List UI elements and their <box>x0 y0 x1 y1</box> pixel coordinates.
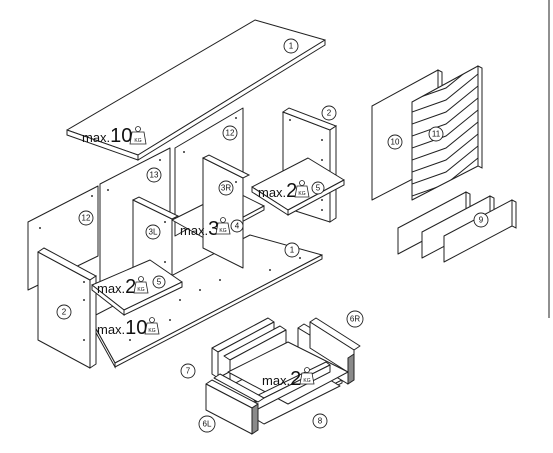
part-callout-8: 8 <box>312 413 328 429</box>
svg-text:12: 12 <box>226 129 235 138</box>
weight-icon: KG <box>299 367 315 385</box>
svg-text:KG: KG <box>298 191 305 197</box>
part-callout-1-bottom: 1 <box>284 242 300 258</box>
part-callout-3L: 3L <box>145 224 161 240</box>
svg-text:7: 7 <box>186 367 191 376</box>
top-panel-1 <box>66 19 326 161</box>
svg-text:13: 13 <box>150 171 159 180</box>
svg-text:8: 8 <box>318 417 323 426</box>
svg-text:3R: 3R <box>221 184 231 193</box>
part-callout-5-left: 5 <box>152 275 166 289</box>
part-callout-1-top: 1 <box>283 38 299 54</box>
svg-text:KG: KG <box>219 228 226 234</box>
svg-text:max.2: max.2 <box>258 180 297 202</box>
svg-text:max.10: max.10 <box>97 317 147 339</box>
svg-text:KG: KG <box>303 378 310 384</box>
load-label-drawer: max.2 KG <box>262 367 315 390</box>
svg-text:KG: KG <box>134 138 141 144</box>
svg-text:1: 1 <box>289 42 294 51</box>
load-label-bottom: max.10 KG <box>97 317 160 339</box>
part-callout-4: 4 <box>230 219 244 233</box>
door-11-herringbone <box>411 65 483 201</box>
load-label-top: max.10 KG <box>82 125 147 147</box>
weight-icon: KG <box>129 126 147 145</box>
part-callout-11: 11 <box>428 126 444 142</box>
svg-text:1: 1 <box>290 246 295 255</box>
svg-text:12: 12 <box>82 214 91 223</box>
svg-text:4: 4 <box>235 222 240 231</box>
svg-text:9: 9 <box>479 216 484 225</box>
part-callout-12-mid: 12 <box>222 125 238 141</box>
weight-icon: KG <box>144 317 160 335</box>
part-callout-13: 13 <box>146 167 162 183</box>
weight-icon: KG <box>294 180 310 198</box>
part-callout-12-left: 12 <box>78 210 94 226</box>
svg-text:2: 2 <box>62 308 67 317</box>
load-label-shelf-right: max.2 KG <box>258 180 310 202</box>
svg-text:2: 2 <box>327 109 332 118</box>
svg-text:max.10: max.10 <box>82 125 132 147</box>
weight-icon: KG <box>133 276 149 294</box>
svg-text:KG: KG <box>137 287 144 293</box>
weight-icon: KG <box>215 217 231 235</box>
svg-text:KG: KG <box>148 328 155 334</box>
svg-text:3L: 3L <box>149 228 158 237</box>
drawer-side-6L <box>205 373 265 435</box>
part-callout-6L: 6L <box>198 415 216 433</box>
svg-text:5: 5 <box>316 184 321 193</box>
svg-text:max.2: max.2 <box>97 276 136 298</box>
part-callout-10: 10 <box>387 134 403 150</box>
part-callout-6R: 6R <box>346 310 364 328</box>
drawer-fronts-9 <box>397 191 517 263</box>
svg-text:10: 10 <box>391 138 400 147</box>
svg-text:6R: 6R <box>350 315 360 324</box>
part-callout-5-right: 5 <box>311 181 325 195</box>
part-callout-3R: 3R <box>218 180 234 196</box>
svg-text:5: 5 <box>157 278 162 287</box>
part-callout-7: 7 <box>180 363 196 379</box>
svg-text:max.3: max.3 <box>180 218 219 240</box>
shelf-5-right <box>251 157 345 216</box>
divider-3R <box>201 154 251 269</box>
part-callout-2-left: 2 <box>56 304 72 320</box>
load-label-shelf-left: max.2 KG <box>97 276 149 298</box>
load-label-shelf-middle: max.3 KG <box>180 217 231 240</box>
svg-text:max.2: max.2 <box>262 368 301 390</box>
svg-text:11: 11 <box>432 130 441 139</box>
part-callout-9: 9 <box>473 212 489 228</box>
svg-text:6L: 6L <box>203 420 212 429</box>
part-callout-2-right: 2 <box>321 105 337 121</box>
